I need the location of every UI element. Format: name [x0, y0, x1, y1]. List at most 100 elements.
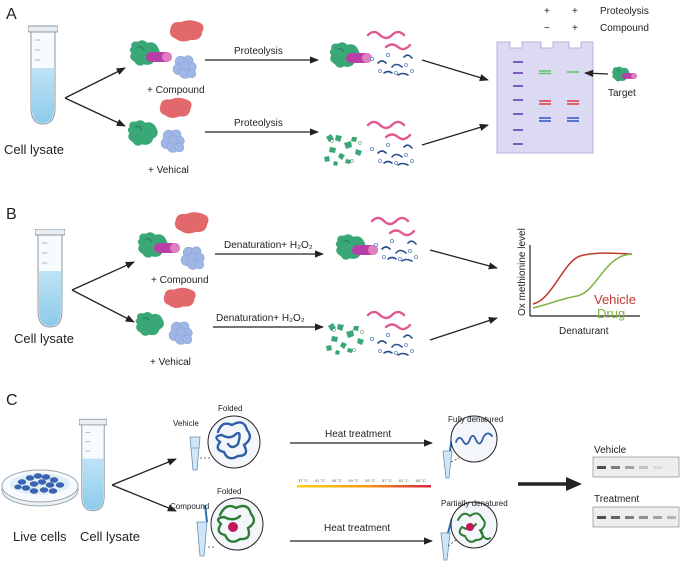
a-compound-mix	[129, 20, 204, 79]
blot-band	[611, 466, 620, 469]
a-arrow-down	[64, 97, 126, 127]
temperature-tick-label: 37 °C	[298, 478, 308, 483]
a-step-top: Proteolysis	[234, 46, 283, 57]
zoom-line-denat-bottom	[447, 539, 457, 547]
c-vehicle-label: Vehicle	[173, 419, 199, 428]
temperature-tick-label: 45 °C	[332, 478, 342, 483]
blot-treatment-label: Treatment	[594, 494, 639, 505]
temperature-tick-label: 61 °C	[399, 478, 409, 483]
gel-proteolysis-lane1: +	[544, 6, 550, 17]
c-dish-label: Live cells	[13, 529, 67, 544]
blot-vehicle-bands	[597, 466, 662, 469]
b-protected-target	[335, 216, 419, 263]
legend-drug: Drug	[597, 306, 625, 321]
c-compound-tube	[196, 504, 208, 557]
c-folded-bottom: Folded	[217, 487, 241, 496]
b-compound-mix	[137, 212, 209, 270]
b-arrow-to-chart-top	[429, 249, 498, 270]
a-vehicle-label: + Vehical	[148, 165, 189, 176]
gel-proteolysis-lane2: +	[572, 6, 578, 17]
c-heat-bottom: Heat treatment	[324, 523, 390, 534]
panel-a-letter: A	[6, 6, 17, 23]
c-denatured-tube-bottom	[440, 517, 453, 561]
temperature-tick-label: 41 °C	[315, 478, 325, 483]
temperature-tick-label: 65 °C	[416, 478, 426, 483]
blot-band	[653, 466, 662, 469]
b-arrow-to-chart-bottom	[429, 317, 498, 341]
bound-compound-dot	[228, 522, 238, 532]
chart-ylabel: Ox methionine level	[517, 228, 528, 316]
temperature-ticks: 37 °C 41 °C 45 °C 49 °C 53 °C 57 °C 61 °C 65 °C	[298, 478, 426, 483]
panel-b-letter: B	[6, 206, 17, 223]
gel-compound-lane1: −	[544, 23, 550, 34]
fully-denatured-circle	[450, 415, 498, 463]
tube-c	[79, 418, 107, 512]
a-digested	[323, 120, 415, 167]
blot-band	[611, 516, 620, 519]
a-arrow-to-gel-top	[421, 59, 489, 82]
b-compound-label: + Compound	[151, 275, 209, 286]
target-protein	[611, 66, 637, 82]
b-arrow-up	[71, 261, 135, 291]
b-vehicle-label: + Vehical	[150, 357, 191, 368]
a-arrow-up	[64, 67, 126, 99]
c-arrow-down	[111, 484, 177, 512]
blot-vehicle	[592, 456, 680, 478]
c-folded-top: Folded	[218, 404, 242, 413]
blot-band	[625, 516, 634, 519]
tube-b	[35, 229, 65, 328]
zoom-line-denat-top	[450, 457, 460, 463]
vehicle-curve	[532, 252, 633, 305]
temperature-tick-label: 53 °C	[365, 478, 375, 483]
blot-band	[667, 516, 676, 519]
panel-c-letter: C	[6, 392, 18, 409]
a-compound-label: + Compound	[147, 85, 205, 96]
c-sample-label: Cell lysate	[80, 529, 140, 544]
blot-band	[639, 466, 648, 469]
blot-band	[625, 466, 634, 469]
c-denat-bottom: Partially denatured	[441, 499, 508, 508]
drug-curve	[532, 253, 633, 309]
gel-compound-lane2: +	[572, 23, 578, 34]
a-gel	[496, 41, 594, 154]
b-sample-label: Cell lysate	[14, 331, 74, 346]
unfolded-chain-top	[455, 432, 493, 445]
b-step-bottom: Denaturation+ H₂O₂	[216, 313, 305, 324]
b-chart	[529, 245, 640, 317]
a-vehicle-mix	[127, 97, 192, 153]
a-arrow-to-gel-bottom	[421, 123, 489, 146]
c-denat-top: Fully denatured	[448, 415, 503, 424]
folded-vehicle-protein	[215, 421, 252, 460]
c-result-arrow-head	[566, 477, 582, 491]
partially-unfolded-chain	[457, 512, 491, 543]
a-sample-label: Cell lysate	[4, 142, 64, 157]
folded-compound-protein	[216, 504, 256, 543]
blot-band	[639, 516, 648, 519]
temperature-gradient-bar	[297, 485, 431, 488]
blot-treatment-bands	[597, 516, 676, 519]
blot-band	[597, 466, 606, 469]
c-arrow-up	[111, 458, 177, 486]
c-denatured-tube-top	[442, 435, 453, 479]
bound-compound-dot-2	[466, 523, 474, 531]
chart-xlabel: Denaturant	[559, 326, 609, 337]
blot-vehicle-label: Vehicle	[594, 445, 627, 456]
blot-treatment	[592, 506, 680, 528]
blot-band	[597, 516, 606, 519]
petri-dish	[1, 469, 79, 507]
temperature-tick-label: 49 °C	[348, 478, 358, 483]
b-denatured	[325, 310, 415, 357]
c-vehicle-tube	[189, 436, 201, 471]
legend-vehicle: Vehicle	[594, 292, 636, 307]
gel-compound-label: Compound	[600, 23, 649, 34]
gel-proteolysis-label: Proteolysis	[600, 6, 649, 17]
target-label: Target	[608, 88, 636, 99]
a-step-bottom: Proteolysis	[234, 118, 283, 129]
b-step-top: Denaturation+ H₂O₂	[224, 240, 313, 251]
b-arrow-down	[71, 289, 135, 323]
b-vehicle-mix	[135, 287, 196, 345]
c-heat-top: Heat treatment	[325, 429, 391, 440]
c-compound-label: Compound	[170, 502, 209, 511]
temperature-tick-label: 57 °C	[382, 478, 392, 483]
